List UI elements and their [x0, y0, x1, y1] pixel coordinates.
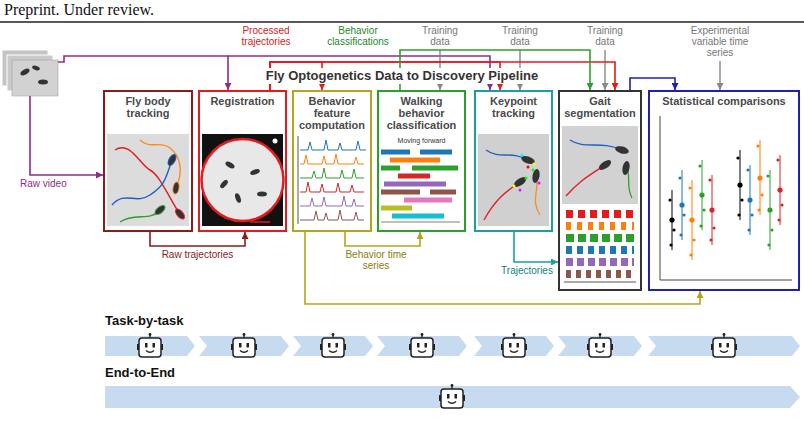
- page-header: Preprint. Under review.: [4, 1, 324, 19]
- plot-title: Moving forward: [380, 137, 463, 145]
- process-box: Keypoint tracking: [474, 90, 553, 232]
- header-rule: [0, 21, 804, 23]
- box-title: Keypoint tracking: [476, 92, 551, 119]
- box-title: Fly body tracking: [105, 92, 191, 119]
- box-title: Walking behavior classification: [379, 92, 464, 131]
- section-label: Task-by-task: [105, 314, 305, 328]
- diagram-title: Fly Optogenetics Data to Discovery Pipel…: [262, 68, 542, 84]
- connector: [630, 78, 675, 90]
- input-label: Training data: [415, 25, 465, 47]
- edge-label: Raw trajectories: [150, 249, 245, 260]
- task-arrows: [105, 336, 800, 408]
- connector: [150, 232, 245, 246]
- edge-label: Processed trajectories: [230, 25, 302, 47]
- stats-plot: [660, 116, 792, 280]
- tracking-image: [107, 134, 189, 226]
- box-title: Gait segmentation: [560, 92, 640, 119]
- process-box: Walking behavior classification: [377, 90, 466, 232]
- keypoint-image: [478, 134, 549, 226]
- box-title: Statistical comparisons: [650, 92, 798, 107]
- process-box: Gait segmentation: [558, 90, 642, 291]
- process-box: Fly body tracking: [103, 90, 193, 232]
- title-row: Fly Optogenetics Data to Discovery Pipel…: [0, 66, 804, 84]
- connector: [345, 232, 420, 246]
- box-title: Registration: [200, 92, 285, 107]
- input-label: Experimental variable time series: [678, 25, 762, 58]
- gait-image: [562, 126, 638, 282]
- box-title: Behavior feature computation: [294, 92, 370, 131]
- process-box: Statistical comparisons: [648, 90, 800, 291]
- input-label: Training data: [580, 25, 630, 47]
- process-box: Behavior feature computation: [292, 90, 372, 232]
- classification-bars: [381, 152, 460, 222]
- feature-plot: [298, 136, 366, 224]
- input-label: Training data: [495, 25, 545, 47]
- section-label: End-to-End: [105, 366, 305, 380]
- connector: [514, 232, 558, 262]
- edge-label: Behavior classifications: [320, 25, 396, 47]
- arena-image: [202, 134, 284, 226]
- edge-label: Trajectories: [498, 265, 556, 276]
- input-label: Raw video: [20, 178, 90, 189]
- video-frames: [2, 50, 58, 96]
- process-box: Registration: [198, 90, 287, 232]
- edge-label: Behavior time series: [343, 249, 409, 271]
